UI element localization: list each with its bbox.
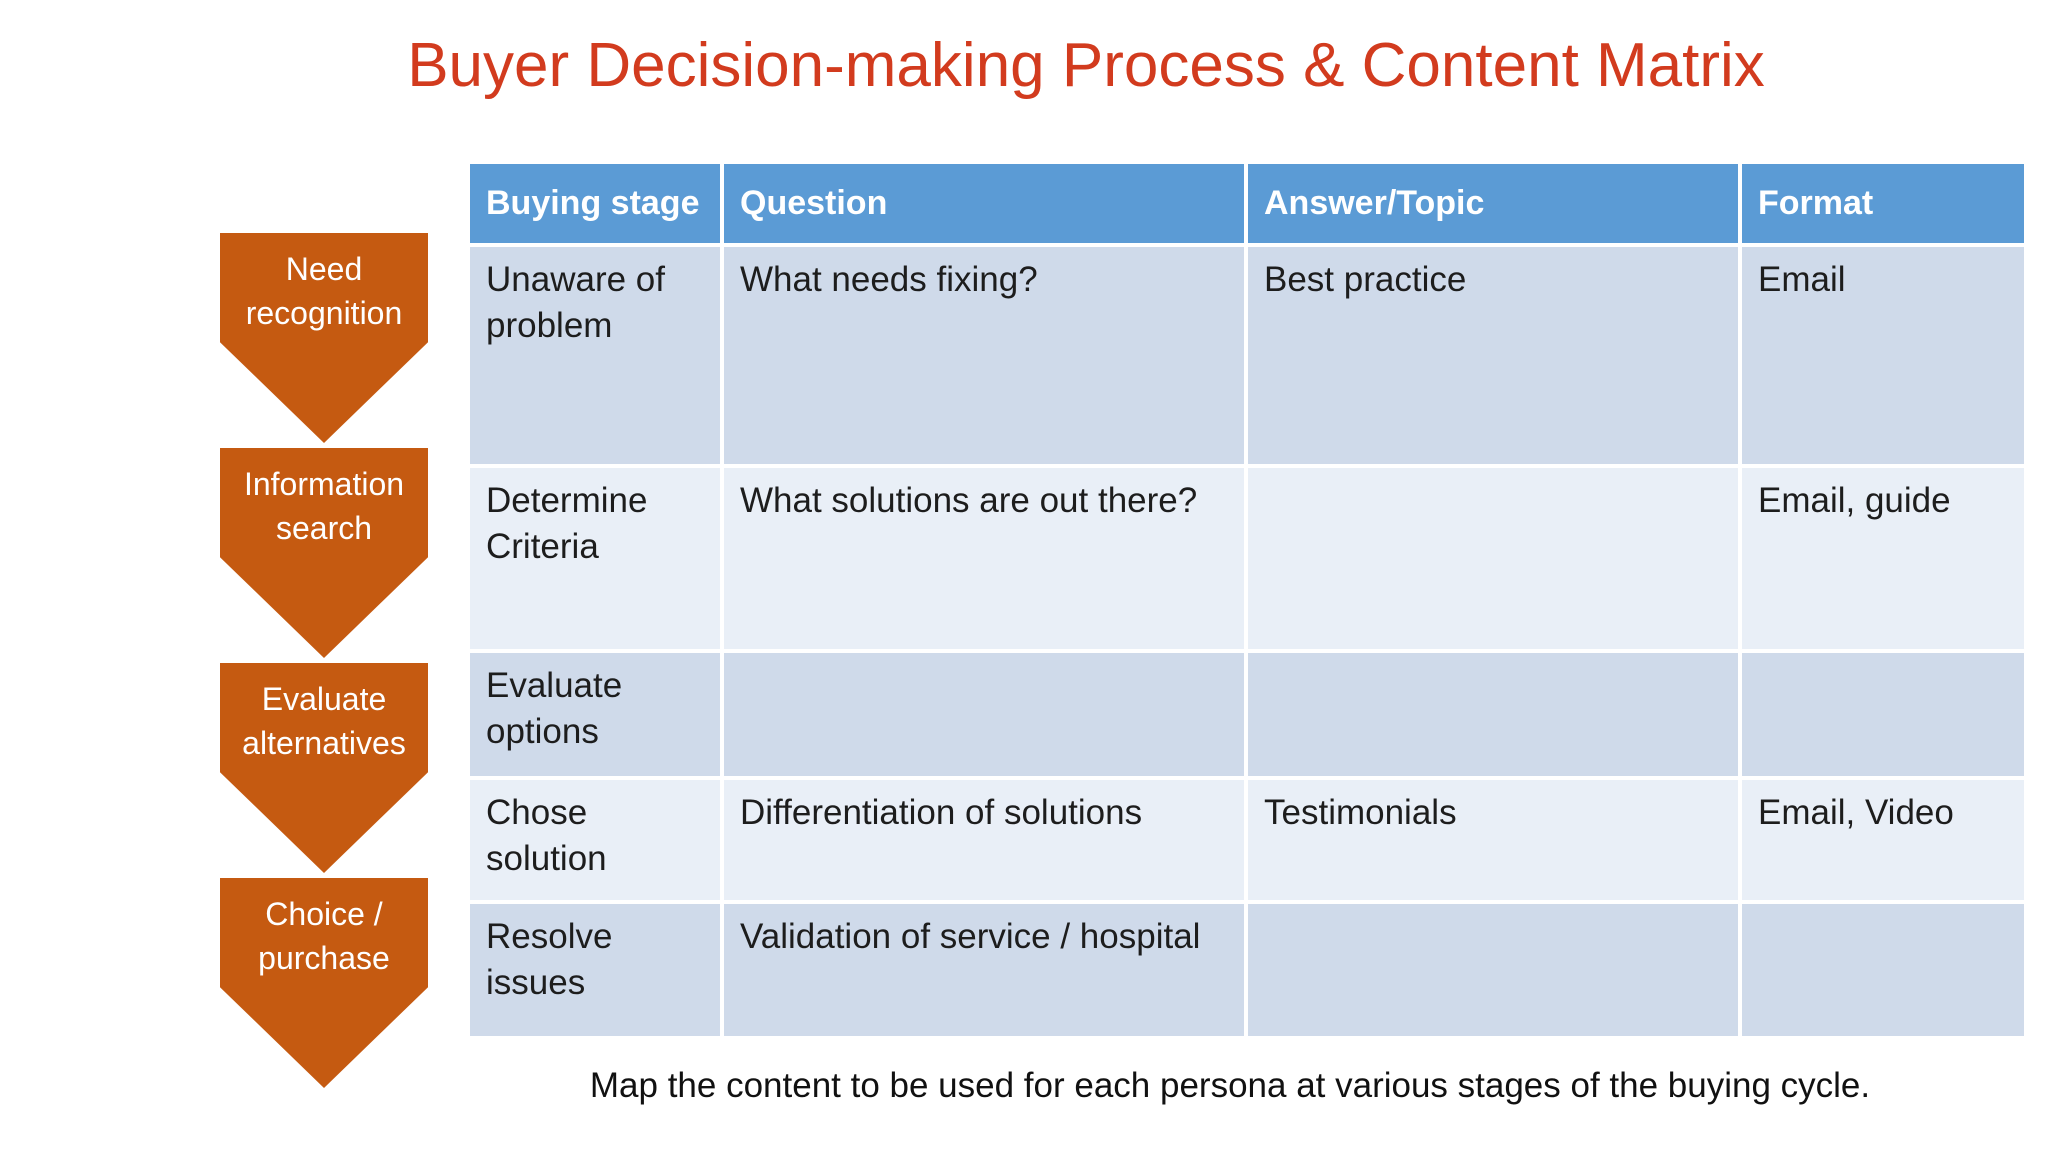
table-cell: Email bbox=[1742, 247, 2024, 464]
table-cell: What needs fixing? bbox=[724, 247, 1244, 464]
process-arrow-label: Information search bbox=[243, 466, 405, 547]
table-cell bbox=[1248, 653, 1738, 776]
table-cell: Best practice bbox=[1248, 247, 1738, 464]
table-cell: Email, Video bbox=[1742, 780, 2024, 900]
table-cell: Evaluate options bbox=[470, 653, 720, 776]
table-cell bbox=[1248, 904, 1738, 1036]
process-arrow-label: Choice / purchase bbox=[258, 896, 390, 977]
table-cell: Resolve issues bbox=[470, 904, 720, 1036]
table-cell bbox=[1742, 904, 2024, 1036]
table-header-cell: Buying stage bbox=[470, 164, 720, 243]
table-cell: Differentiation of solutions bbox=[724, 780, 1244, 900]
table-cell: What solutions are out there? bbox=[724, 468, 1244, 649]
table-cell bbox=[1248, 468, 1738, 649]
table-cell: Testimonials bbox=[1248, 780, 1738, 900]
slide-title: Buyer Decision-making Process & Content … bbox=[407, 31, 1765, 100]
table-cell: Chose solution bbox=[470, 780, 720, 900]
process-arrow-label: Evaluate alternatives bbox=[242, 681, 406, 762]
table-header-cell: Question bbox=[724, 164, 1244, 243]
process-arrow-4: Choice / purchase bbox=[220, 878, 428, 1088]
process-arrow-2: Information search bbox=[220, 448, 428, 658]
table-cell bbox=[724, 653, 1244, 776]
table-cell bbox=[1742, 653, 2024, 776]
table-cell: Validation of service / hospital bbox=[724, 904, 1244, 1036]
process-arrow-1: Need recognition bbox=[220, 233, 428, 443]
table-header-cell: Answer/Topic bbox=[1248, 164, 1738, 243]
slide-caption: Map the content to be used for each pers… bbox=[589, 1066, 1871, 1105]
table-header-cell: Format bbox=[1742, 164, 2024, 243]
process-arrow-3: Evaluate alternatives bbox=[220, 663, 428, 873]
table-cell: Unaware of problem bbox=[470, 247, 720, 464]
process-arrow-label: Need recognition bbox=[245, 251, 403, 332]
table-cell: Email, guide bbox=[1742, 468, 2024, 649]
table-cell: Determine Criteria bbox=[470, 468, 720, 649]
